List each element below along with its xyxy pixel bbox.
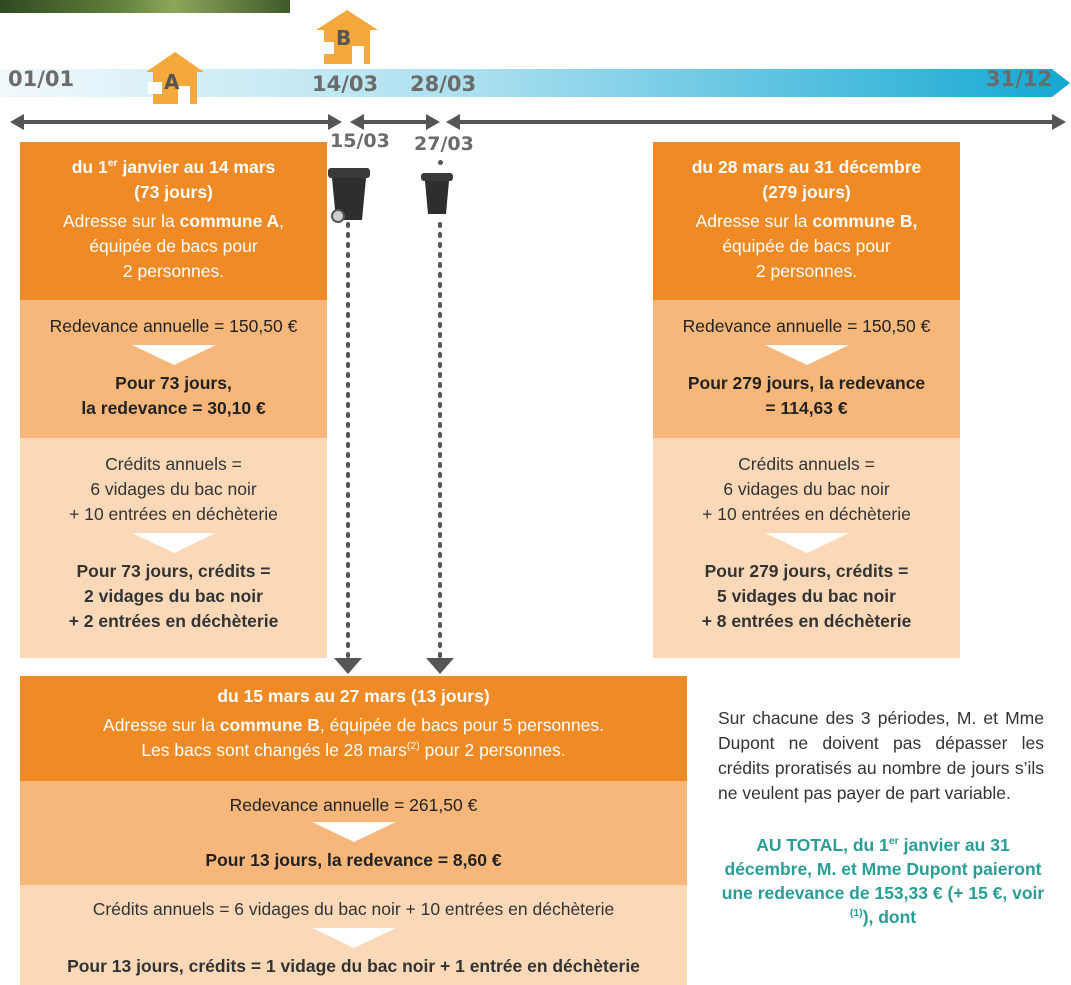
house-a-icon: A bbox=[144, 50, 206, 106]
house-b-icon: B bbox=[314, 8, 380, 66]
date-27-03: 27/03 bbox=[414, 133, 474, 155]
period-3-credits-result-3: + 8 entrées en déchèterie bbox=[701, 611, 912, 631]
period-3-credits-result-2: 5 vidages du bac noir bbox=[717, 586, 896, 606]
down-arrow-icon bbox=[764, 345, 849, 365]
down-arrow-icon bbox=[311, 928, 396, 948]
period-1-credits-1: Crédits annuels = bbox=[105, 454, 242, 474]
period-3-credits-result-1: Pour 279 jours, crédits = bbox=[704, 561, 909, 581]
date-end: 31/12 bbox=[986, 67, 1053, 91]
period-3-days: (279 jours) bbox=[762, 182, 851, 202]
period-3-credits-1: Crédits annuels = bbox=[738, 454, 875, 474]
note-text: Sur chacune des 3 périodes, M. et Mme Du… bbox=[718, 708, 1044, 803]
dot-27-03 bbox=[438, 160, 443, 165]
down-arrow-icon bbox=[311, 822, 396, 842]
period-2-address-line2: Les bacs sont changés le 28 mars(2) pour… bbox=[141, 740, 566, 760]
period-1-credits-3: + 10 entrées en déchèterie bbox=[69, 504, 278, 524]
period-3-address-line2: équipée de bacs pour bbox=[722, 236, 891, 256]
period-3-title: du 28 mars au 31 décembre bbox=[691, 157, 922, 177]
period-1-credits: Crédits annuels = 6 vidages du bac noir … bbox=[20, 438, 327, 658]
period-3-address: Adresse sur la commune B, bbox=[695, 211, 918, 231]
bin-large-icon bbox=[328, 168, 370, 223]
period-1-address-line3: 2 personnes. bbox=[122, 261, 225, 281]
period-1-redevance-result-1: Pour 73 jours, bbox=[115, 373, 232, 393]
date-14-03: 14/03 bbox=[312, 72, 379, 96]
period-1-address-line2: équipée de bacs pour bbox=[89, 236, 258, 256]
photo-fragment bbox=[0, 0, 290, 13]
period-2-redevance: Redevance annuelle = 261,50 € Pour 13 jo… bbox=[20, 781, 687, 885]
period-2-address: Adresse sur la commune B, équipée de bac… bbox=[103, 715, 604, 735]
house-a-label: A bbox=[164, 70, 180, 94]
period-3-redevance-annuelle: Redevance annuelle = 150,50 € bbox=[682, 316, 931, 336]
period-1-redevance-result-2: la redevance = 30,10 € bbox=[81, 398, 266, 418]
total-summary: AU TOTAL, du 1er janvier au 31 décembre,… bbox=[721, 835, 1045, 927]
period-3-address-line3: 2 personnes. bbox=[755, 261, 858, 281]
bin-small-icon bbox=[421, 173, 453, 214]
period-3-redevance-result-1: Pour 279 jours, la redevance bbox=[687, 373, 926, 393]
period-3-redevance: Redevance annuelle = 150,50 € Pour 279 j… bbox=[653, 300, 960, 438]
date-28-03: 28/03 bbox=[410, 72, 477, 96]
period-2-credits: Crédits annuels = 6 vidages du bac noir … bbox=[20, 885, 687, 985]
period-3-header: du 28 mars au 31 décembre (279 jours) Ad… bbox=[653, 142, 960, 300]
period-1-redevance-annuelle: Redevance annuelle = 150,50 € bbox=[49, 316, 298, 336]
period-1-header: du 1er janvier au 14 mars (73 jours) Adr… bbox=[20, 142, 327, 300]
period-2-redevance-annuelle: Redevance annuelle = 261,50 € bbox=[229, 795, 478, 815]
period-1-credits-2: 6 vidages du bac noir bbox=[90, 479, 257, 499]
period-2-credits-result: Pour 13 jours, crédits = 1 vidage du bac… bbox=[67, 956, 640, 976]
period-1-title: du 1er janvier au 14 mars bbox=[71, 157, 276, 177]
period-2-credits-annuels: Crédits annuels = 6 vidages du bac noir … bbox=[92, 899, 615, 919]
period-3-credits: Crédits annuels = 6 vidages du bac noir … bbox=[653, 438, 960, 658]
period-3-credits-3: + 10 entrées en déchèterie bbox=[702, 504, 911, 524]
down-arrow-icon bbox=[764, 533, 849, 553]
period-2-title: du 15 mars au 27 mars (13 jours) bbox=[217, 686, 490, 706]
period-1-credits-result-3: + 2 entrées en déchèterie bbox=[68, 611, 279, 631]
date-15-03: 15/03 bbox=[330, 130, 390, 152]
panel-period-2: du 15 mars au 27 mars (13 jours) Adresse… bbox=[20, 676, 687, 985]
down-arrow-icon bbox=[131, 533, 216, 553]
period-arrows bbox=[10, 114, 1066, 130]
date-start: 01/01 bbox=[8, 67, 75, 91]
period-2-header: du 15 mars au 27 mars (13 jours) Adresse… bbox=[20, 676, 687, 781]
period-3-redevance-result-2: = 114,63 € bbox=[765, 398, 848, 418]
panel-period-3: du 28 mars au 31 décembre (279 jours) Ad… bbox=[653, 142, 960, 658]
down-arrow-icon bbox=[131, 345, 216, 365]
dotted-connectors bbox=[334, 222, 454, 674]
period-1-address: Adresse sur la commune A, bbox=[62, 211, 285, 231]
period-2-redevance-result: Pour 13 jours, la redevance = 8,60 € bbox=[205, 850, 502, 870]
panel-period-1: du 1er janvier au 14 mars (73 jours) Adr… bbox=[20, 142, 327, 658]
period-1-credits-result-2: 2 vidages du bac noir bbox=[84, 586, 263, 606]
house-b-label: B bbox=[336, 26, 352, 50]
timeline-bar bbox=[0, 69, 1070, 97]
period-1-redevance: Redevance annuelle = 150,50 € Pour 73 jo… bbox=[20, 300, 327, 438]
period-1-days: (73 jours) bbox=[134, 182, 213, 202]
period-1-credits-result-1: Pour 73 jours, crédits = bbox=[76, 561, 271, 581]
period-3-credits-2: 6 vidages du bac noir bbox=[723, 479, 890, 499]
